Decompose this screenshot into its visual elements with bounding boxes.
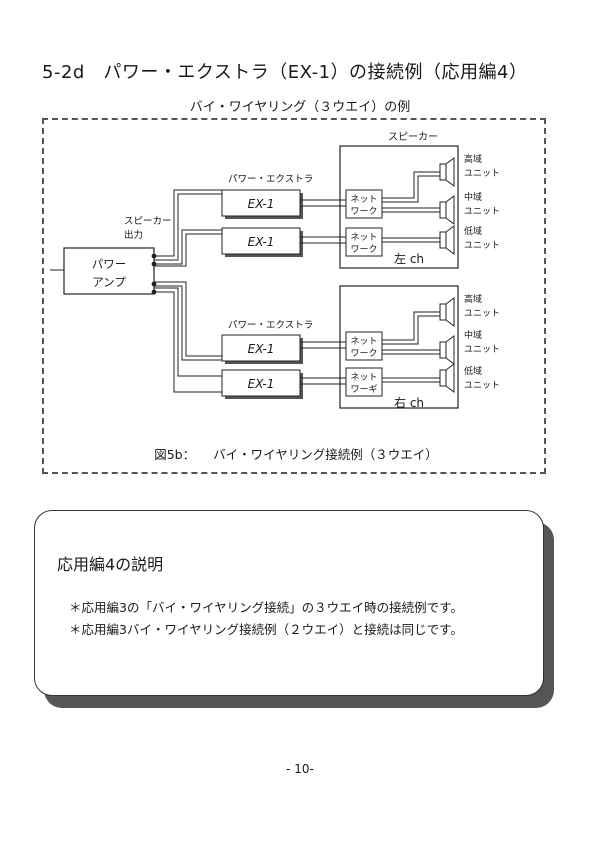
low-label-lower: 低域 xyxy=(464,365,482,377)
low-label-upper: 低域 xyxy=(464,225,482,237)
network-label-2b: ワーク xyxy=(350,244,377,255)
network-label-3b: ワーク xyxy=(350,348,377,359)
network-label-3a: ネット xyxy=(350,336,377,347)
ex1-label-3: EX-1 xyxy=(248,342,275,356)
amp-output-label-1: スピーカー xyxy=(124,216,172,227)
unit-label-4: ユニット xyxy=(464,309,500,319)
extra-label-upper: パワー・エクストラ xyxy=(228,174,313,185)
mid-label-upper: 中域 xyxy=(464,191,482,203)
network-label-1b: ワーク xyxy=(350,206,377,217)
diagram-frame: スピーカー パワー アンプ スピーカー 出力 パワー・エクストラ パワー・エクス… xyxy=(42,118,546,474)
diagram-subtitle: バイ・ワイヤリング（３ウエイ）の例 xyxy=(189,100,411,115)
figure-caption-label: 図5b： xyxy=(154,447,196,462)
figure-caption-text: バイ・ワイヤリング接続例（３ウエイ） xyxy=(213,447,438,462)
ex1-label-2: EX-1 xyxy=(248,235,275,249)
right-ch-label: 右 ch xyxy=(394,395,424,410)
page-number: - 10- xyxy=(286,762,314,776)
network-label-2a: ネット xyxy=(350,232,377,243)
speaker-cabinet-right xyxy=(339,285,459,409)
explanation-line: ＊応用編3バイ・ワイヤリング接続例（２ウエイ）と接続は同じです。 xyxy=(69,622,463,637)
mid-label-lower: 中域 xyxy=(464,329,482,341)
network-label-1a: ネット xyxy=(350,194,377,205)
unit-label-1: ユニット xyxy=(464,169,500,179)
high-label-upper: 高域 xyxy=(464,153,482,165)
ex1-label-4: EX-1 xyxy=(248,377,275,391)
left-ch-label: 左 ch xyxy=(394,251,424,266)
explanation-line: ＊応用編3の「バイ・ワイヤリング接続」の３ウエイ時の接続例です。 xyxy=(69,600,463,615)
explanation-heading: 応用編4の説明 xyxy=(57,555,164,574)
amp-label-2: アンプ xyxy=(92,275,126,289)
ex1-box-lower-1 xyxy=(221,334,301,362)
network-label-4b: ワーギ xyxy=(350,384,377,395)
ex1-label-1: EX-1 xyxy=(248,197,275,211)
unit-label-5: ユニット xyxy=(464,345,500,355)
amp-label-1: パワー xyxy=(92,257,127,271)
network-label-4a: ネット xyxy=(350,372,377,383)
speaker-label: スピーカー xyxy=(388,131,438,143)
unit-label-3: ユニット xyxy=(464,241,500,251)
unit-label-2: ユニット xyxy=(464,207,500,217)
high-label-lower: 高域 xyxy=(464,293,482,305)
explanation-box: 応用編4の説明 ＊応用編3の「バイ・ワイヤリング接続」の３ウエイ時の接続例です。… xyxy=(34,510,544,696)
amp-output-label-2: 出力 xyxy=(124,229,143,241)
unit-label-6: ユニット xyxy=(464,381,500,391)
ex1-box-upper-2 xyxy=(221,227,301,255)
network-box-upper-1 xyxy=(345,189,383,219)
network-box-lower-1 xyxy=(345,331,383,361)
ex1-box-upper-1 xyxy=(221,189,301,217)
figure-caption: 図5b： バイ・ワイヤリング接続例（３ウエイ） xyxy=(44,444,548,463)
speaker-cabinet-left xyxy=(339,145,459,269)
page-title: 5-2d パワー・エクストラ（EX-1）の接続例（応用編4） xyxy=(42,62,528,83)
ex1-box-lower-2 xyxy=(221,369,301,397)
wiring-diagram: スピーカー パワー アンプ スピーカー 出力 パワー・エクストラ パワー・エクス… xyxy=(50,131,500,410)
power-amp-box xyxy=(63,247,155,295)
extra-label-lower: パワー・エクストラ xyxy=(228,320,313,331)
